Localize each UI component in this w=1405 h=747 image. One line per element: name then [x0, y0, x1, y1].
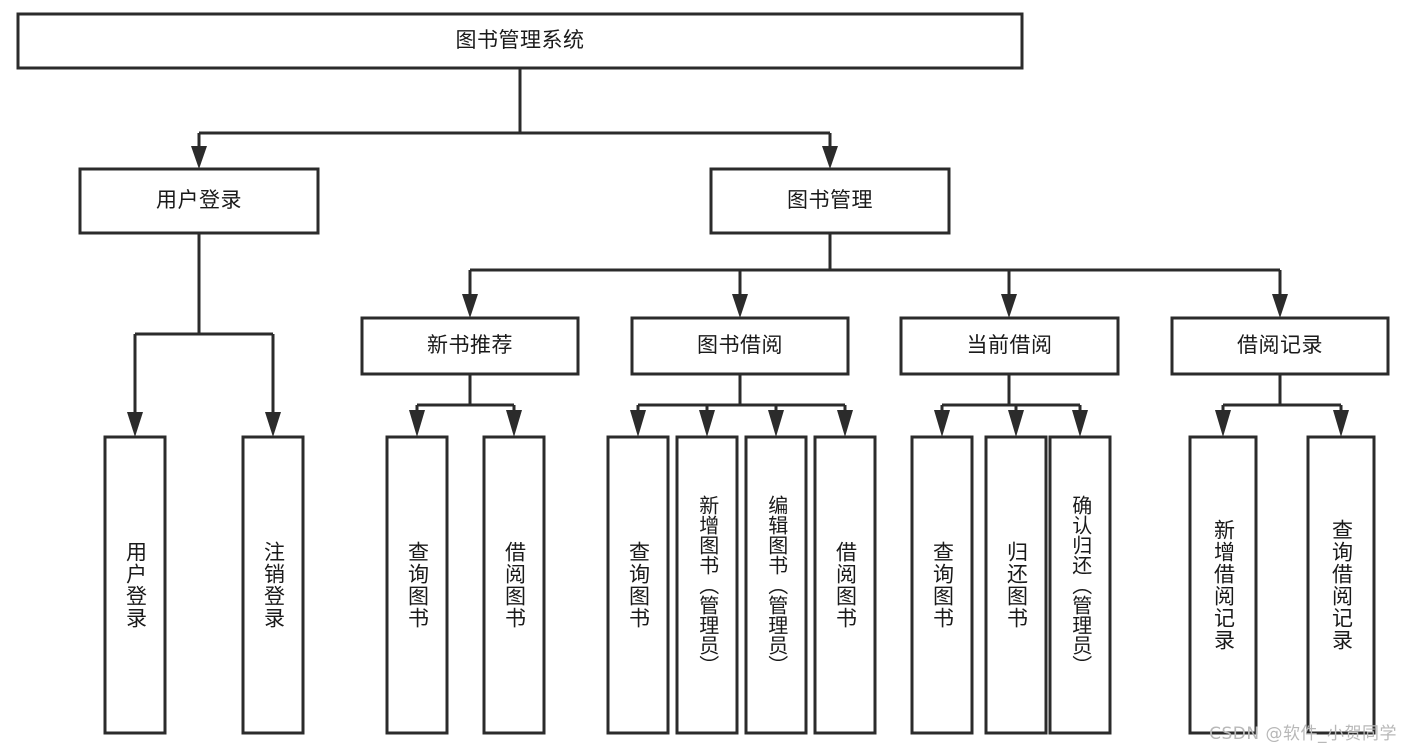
node-box-leaf[interactable]: [1188, 435, 1258, 735]
node-box-book-management[interactable]: [709, 167, 951, 235]
arrow-head-icon: [409, 410, 425, 437]
arrow-head-icon: [837, 410, 853, 437]
arrow-head-icon: [265, 412, 281, 437]
node-box-leaf[interactable]: [385, 435, 449, 735]
arrow-head-icon: [822, 146, 838, 169]
node-box-leaf[interactable]: [910, 435, 974, 735]
node-box-leaf[interactable]: [813, 435, 877, 735]
arrow-head-icon: [1072, 410, 1088, 437]
arrow-head-icon: [191, 146, 207, 169]
node-box-current-borrow[interactable]: [899, 316, 1120, 376]
arrow-head-icon: [127, 412, 143, 437]
arrow-head-icon: [1333, 410, 1349, 437]
node-box-borrow-record[interactable]: [1170, 316, 1390, 376]
node-box-leaf[interactable]: [1306, 435, 1376, 735]
arrow-head-icon: [732, 294, 748, 318]
arrow-head-icon: [934, 410, 950, 437]
arrow-head-icon: [506, 410, 522, 437]
arrow-head-icon: [1215, 410, 1231, 437]
node-box-leaf[interactable]: [744, 435, 808, 735]
arrow-head-icon: [630, 410, 646, 437]
node-box-leaf[interactable]: [241, 435, 305, 735]
arrow-head-icon: [699, 410, 715, 437]
node-box-new-book-recommend[interactable]: [360, 316, 580, 376]
node-box-leaf[interactable]: [482, 435, 546, 735]
node-box-user-login[interactable]: [78, 167, 320, 235]
node-box-root[interactable]: [16, 12, 1024, 70]
node-box-leaf[interactable]: [103, 435, 167, 735]
arrow-head-icon: [768, 410, 784, 437]
arrow-head-icon: [1001, 294, 1017, 318]
node-box-leaf[interactable]: [984, 435, 1048, 735]
node-box-leaf[interactable]: [1048, 435, 1112, 735]
node-box-leaf[interactable]: [606, 435, 670, 735]
arrow-head-icon: [1272, 294, 1288, 318]
arrow-head-icon: [1008, 410, 1024, 437]
arrow-head-icon: [462, 294, 478, 318]
node-box-book-borrow[interactable]: [630, 316, 850, 376]
node-box-leaf[interactable]: [675, 435, 739, 735]
